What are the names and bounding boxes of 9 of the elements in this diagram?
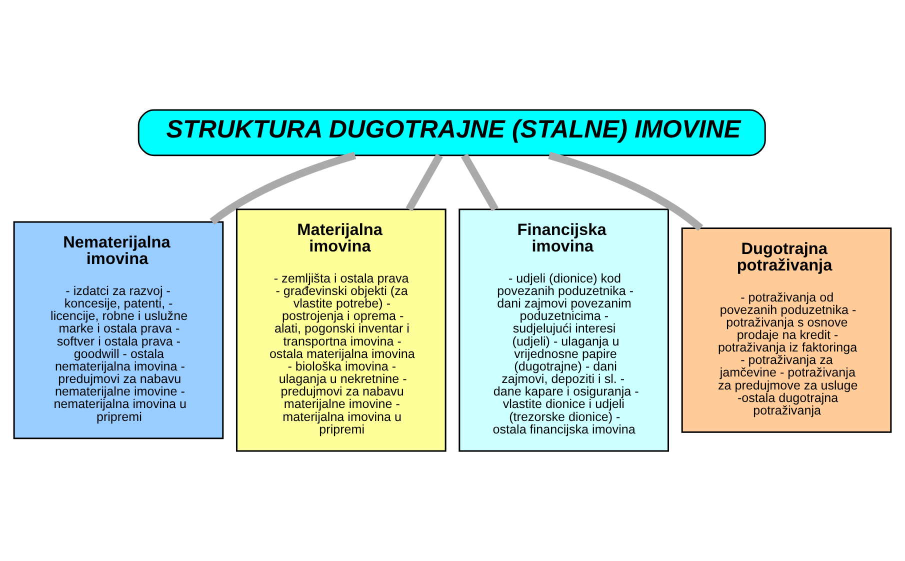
node-box: Nematerijalna imovina - izdatci za razvoj - koncesije, patenti, - licencije, robne i uslužne marke i ostala prava - softver i ostala prava - goodwill - ostala nematerijalna imovina - predujmovi za nabavu nematerijalne imovine - nematerijalna imovina u pripremi <box>13 221 224 440</box>
connector <box>548 152 704 231</box>
connector <box>406 154 443 212</box>
connector <box>210 152 356 225</box>
node-box: Financijska imovina - udjeli (dionice) kod povezanih poduzetnika - dani zajmovi povezanim poduzetnicima - sudjelujući interesi (udjeli) - ulaganja u vrijednosne papire (dugotrajne) - dani zajmovi, depoziti i sl. - dane kapare i osiguranja - vlastite dionice i udjeli (trezorske dionice) - ostala financijska imovina <box>458 208 670 452</box>
node-box: STRUKTURA DUGOTRAJNE (STALNE) IMOVINE <box>138 109 766 156</box>
connector <box>461 154 498 212</box>
node-box: Materijalna imovina - zemljišta i ostala prava - građevinski objekti (za vlastite potrebe) - postrojenja i oprema - alati, pogonski inventar i transportna imovina - ostala materijalna imovina - biološka imovina - ulaganja u nekretnine - predujmovi za nabavu materijalne imovine - materijalna imovina u pripremi <box>236 208 446 452</box>
node-box: Dugotrajna potraživanja - potraživanja od povezanih poduzetnika - potraživanja s osnove prodaje na kredit - potraživanja iz faktoringa - potraživanja za jamčevine - potraživanja za predujmove za usluge -ostala dugotrajna potraživanja <box>681 228 892 433</box>
